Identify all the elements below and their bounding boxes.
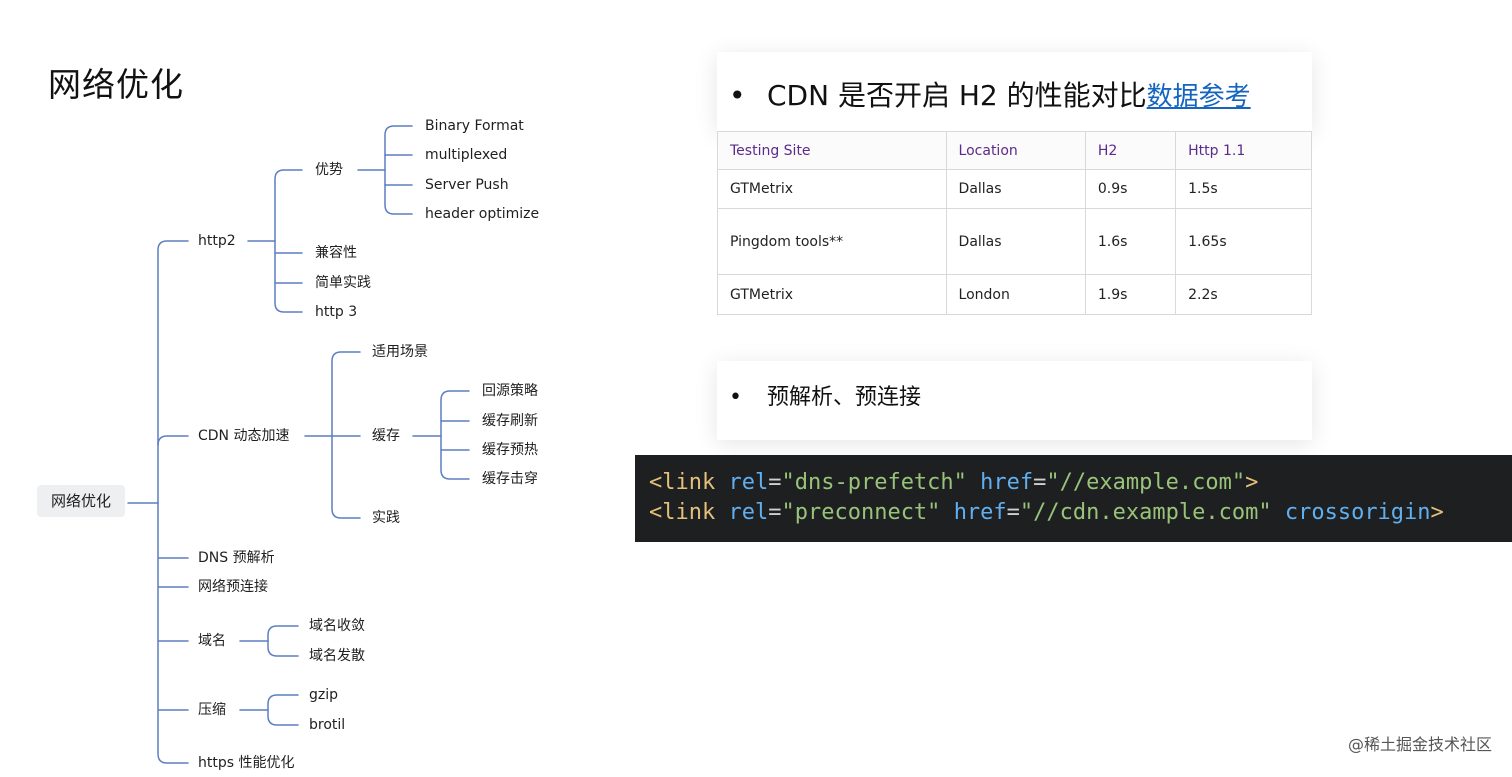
table-cell: London [945,274,1086,315]
mindmap: 网络优化 http2 优势 Binary Format multiplexed … [0,0,640,777]
mindmap-connectors [127,125,470,764]
code-line-1: <link rel="dns-prefetch" href="//example… [649,468,1512,498]
prefetch-text: 预解析、预连接 [767,385,922,410]
table-row: GTMetrix London 1.9s 2.2s [717,274,1312,315]
node-compat: 兼容性 [315,245,357,261]
table-cell: 1.9s [1084,274,1177,315]
node-http2: http2 [198,233,236,249]
table-row: Pingdom tools** Dallas 1.6s 1.65s [717,208,1312,275]
h2-compare-text: CDN 是否开启 H2 的性能对比 [767,79,1147,112]
code-attr: rel [728,470,769,495]
code-string: "//cdn.example.com" [1019,500,1272,525]
node-dns: DNS 预解析 [198,550,275,566]
node-cache-preheat: 缓存预热 [482,442,538,458]
node-domain-converge: 域名收敛 [309,618,365,634]
node-brotil: brotil [309,717,346,733]
node-cache-breakdown: 缓存击穿 [482,471,538,487]
code-line-2: <link rel="preconnect" href="//cdn.examp… [649,498,1512,528]
node-https: https 性能优化 [198,755,295,771]
node-preconnect: 网络预连接 [198,579,268,595]
code-eq: = [1033,470,1047,495]
node-cdn-practice: 实践 [372,510,400,526]
node-advantage: 优势 [315,162,343,178]
code-tag: <link [649,500,716,525]
table-header-cell: Http 1.1 [1175,131,1312,170]
node-domain-scatter: 域名发散 [309,648,365,664]
page-title: 网络优化 [48,65,184,104]
table-cell: Dallas [945,169,1086,209]
table-cell: 1.65s [1175,208,1312,275]
node-header-optimize: header optimize [425,206,540,222]
code-tag-close: > [1245,470,1259,495]
node-simple-practice: 简单实践 [315,275,371,291]
table-cell: 1.5s [1175,169,1312,209]
h2-compare-card: • CDN 是否开启 H2 的性能对比数据参考 [717,52,1312,131]
code-attr: crossorigin [1284,500,1431,525]
node-domain: 域名 [198,633,226,649]
table-header-cell: Testing Site [717,131,947,170]
code-string: "//example.com" [1046,470,1246,495]
node-cache-refresh: 缓存刷新 [482,413,538,429]
table-header-cell: H2 [1084,131,1177,170]
code-attr: href [980,470,1034,495]
node-multiplexed: multiplexed [425,147,508,163]
table-header-row: Testing Site Location H2 Http 1.1 [717,131,1312,170]
table-cell: Dallas [945,208,1086,275]
node-http3: http 3 [315,304,358,320]
bullet-icon: • [729,79,746,112]
code-string: "preconnect" [781,500,941,525]
performance-table: Testing Site Location H2 Http 1.1 GTMetr… [717,131,1312,315]
table-cell: 0.9s [1084,169,1177,209]
code-attr: rel [728,500,769,525]
h2-compare-line: • CDN 是否开启 H2 的性能对比数据参考 [729,74,1251,114]
code-tag-close: > [1430,500,1444,525]
node-cdn-scene: 适用场景 [372,344,428,360]
node-cache-origin: 回源策略 [482,383,538,399]
table-cell: 1.6s [1084,208,1177,275]
table-cell: Pingdom tools** [717,208,947,275]
node-cdn: CDN 动态加速 [198,428,290,444]
code-string: "dns-prefetch" [781,470,967,495]
table-cell: GTMetrix [717,274,947,315]
table-cell: GTMetrix [717,169,947,209]
mindmap-root: 网络优化 [37,485,126,517]
prefetch-card: • 预解析、预连接 [717,361,1312,440]
code-eq: = [1006,500,1020,525]
code-eq: = [768,500,782,525]
table-header-cell: Location [945,131,1086,170]
node-compress: 压缩 [198,702,226,718]
table-row: GTMetrix Dallas 0.9s 1.5s [717,169,1312,209]
code-eq: = [768,470,782,495]
node-gzip: gzip [309,687,339,703]
node-binary-format: Binary Format [425,118,524,134]
data-reference-link[interactable]: 数据参考 [1146,82,1251,112]
bullet-icon: • [729,385,742,410]
prefetch-line: • 预解析、预连接 [729,379,921,411]
code-snippet: <link rel="dns-prefetch" href="//example… [635,455,1512,542]
code-attr: href [953,500,1007,525]
node-cdn-cache: 缓存 [372,428,400,444]
code-tag: <link [649,470,716,495]
node-server-push: Server Push [425,177,509,193]
watermark: @稀土掘金技术社区 [1347,735,1492,754]
table-cell: 2.2s [1175,274,1312,315]
